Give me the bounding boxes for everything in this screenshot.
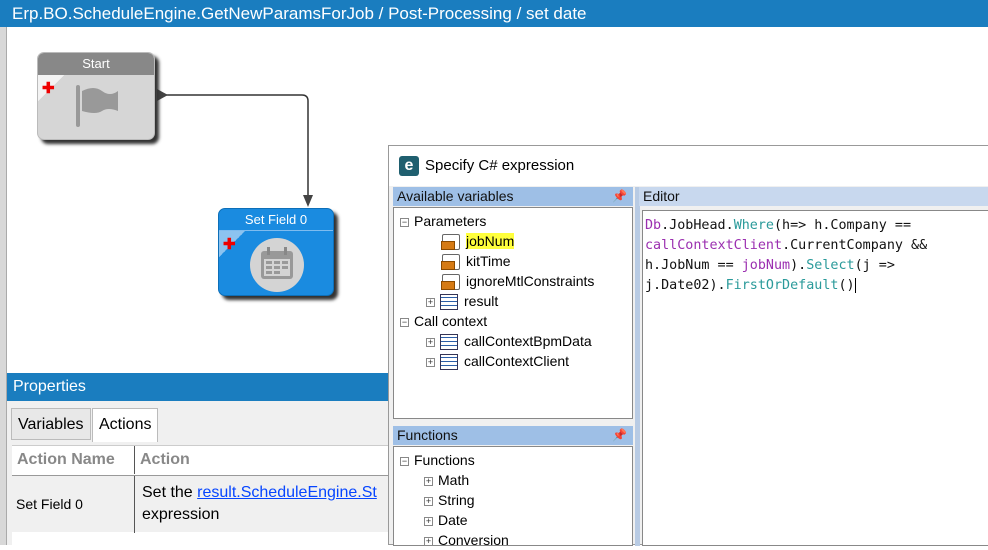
dialog-title-text: Specify C# expression (425, 157, 575, 174)
actions-table: Action Name Action Set Field 0 Set the r… (12, 445, 388, 545)
table-icon (440, 334, 458, 351)
tree-label: Conversion (438, 532, 509, 548)
tree-node-ignoremtlconstraints[interactable]: ignoreMtlConstraints (441, 271, 595, 291)
tab-actions[interactable]: Actions (92, 408, 159, 442)
tree-node-result[interactable]: + result (426, 291, 498, 311)
collapse-icon[interactable]: − (400, 316, 409, 327)
tree-node-parameters[interactable]: −Parameters (400, 211, 486, 231)
table-row[interactable]: Set Field 0 Set the result.ScheduleEngin… (12, 475, 388, 533)
tree-node-conversion[interactable]: + Conversion (424, 530, 509, 550)
tab-variables[interactable]: Variables (11, 408, 91, 440)
expand-icon[interactable]: + (426, 336, 435, 347)
dialog-title: e Specify C# expression (389, 146, 988, 186)
variable-icon (441, 274, 460, 291)
tree-label: result (464, 293, 499, 309)
left-splitter[interactable] (0, 27, 7, 545)
properties-panel: Properties Variables Actions Action Name… (7, 373, 388, 545)
expand-icon[interactable]: + (424, 475, 433, 486)
variable-icon (441, 254, 460, 271)
action-name-cell: Set Field 0 (12, 476, 135, 533)
window-title: Erp.BO.ScheduleEngine.GetNewParamsForJob… (0, 0, 988, 27)
column-header[interactable]: Action (140, 451, 190, 468)
tree-node-functions[interactable]: −Functions (400, 450, 475, 470)
panel-splitter[interactable] (635, 187, 640, 546)
arrowhead-icon (303, 195, 313, 207)
tree-label: callContextBpmData (464, 333, 592, 349)
set-field-node[interactable]: Set Field 0 ✚ (218, 208, 334, 296)
tree-node-jobnum[interactable]: jobNum (441, 231, 515, 251)
tree-node-math[interactable]: + Math (424, 470, 469, 490)
functions-tree: −Functions + Math + String + Date + Conversi… (393, 446, 633, 548)
expand-icon[interactable]: + (424, 515, 433, 526)
variable-icon (441, 234, 460, 251)
flag-icon (76, 85, 118, 127)
calendar-icon (250, 238, 304, 292)
output-port-icon (157, 89, 168, 101)
functions-header: Functions 📌 (393, 426, 633, 445)
tree-node-string[interactable]: + String (424, 490, 475, 510)
expand-icon[interactable]: + (426, 296, 435, 307)
functions-header-text: Functions (397, 427, 458, 443)
tree-label: Math (438, 472, 470, 488)
expand-icon[interactable]: + (426, 356, 435, 367)
add-icon[interactable]: ✚ (42, 80, 55, 97)
tree-label: Parameters (414, 213, 487, 229)
tree-node-date[interactable]: + Date (424, 510, 468, 530)
tree-label: ignoreMtlConstraints (466, 273, 595, 289)
expand-icon[interactable]: + (424, 495, 433, 506)
csharp-expression-dialog: e Specify C# expression Available variabl… (388, 145, 988, 548)
tree-node-kittime[interactable]: kitTime (441, 251, 511, 271)
connector (157, 89, 313, 207)
node-title: Set Field 0 (219, 209, 333, 231)
collapse-icon[interactable]: − (400, 455, 409, 466)
pin-icon[interactable]: 📌 (612, 189, 627, 203)
table-icon (440, 294, 458, 311)
tree-label: Functions (414, 452, 475, 468)
tree-label: jobNum (466, 233, 515, 249)
node-title: Start (38, 53, 154, 75)
tree-label: callContextClient (464, 353, 570, 369)
expression-editor[interactable]: Db.JobHead.Where(h=> h.Company == callCo… (642, 210, 988, 546)
field-link[interactable]: result.ScheduleEngine.St (197, 484, 377, 501)
start-node[interactable]: Start ✚ (37, 52, 155, 140)
action-text: expression (142, 506, 220, 523)
collapse-icon[interactable]: − (400, 216, 409, 227)
table-icon (440, 354, 458, 371)
tree-node-callcontextclient[interactable]: + callContextClient (426, 351, 569, 371)
add-icon[interactable]: ✚ (223, 236, 236, 253)
action-text: Set the (142, 484, 198, 501)
tree-node-call-context[interactable]: −Call context (400, 311, 487, 331)
column-header[interactable]: Action Name (12, 446, 135, 474)
tree-label: Call context (414, 313, 488, 329)
variables-header-text: Available variables (397, 188, 514, 204)
tree-label: kitTime (466, 253, 511, 269)
editor-header: Editor (639, 187, 988, 206)
epicor-logo-icon: e (399, 156, 419, 176)
properties-title: Properties (7, 373, 388, 401)
tree-label: String (438, 492, 475, 508)
pin-icon[interactable]: 📌 (612, 428, 627, 442)
variables-tree: −Parameters jobNum kitTime ignoreMtlCons… (393, 207, 633, 419)
tree-node-callcontextbpmdata[interactable]: + callContextBpmData (426, 331, 592, 351)
tree-label: Date (438, 512, 468, 528)
action-cell: Set the result.ScheduleEngine.St expressi… (142, 482, 377, 526)
expand-icon[interactable]: + (424, 535, 433, 546)
variables-header: Available variables 📌 (393, 187, 633, 206)
